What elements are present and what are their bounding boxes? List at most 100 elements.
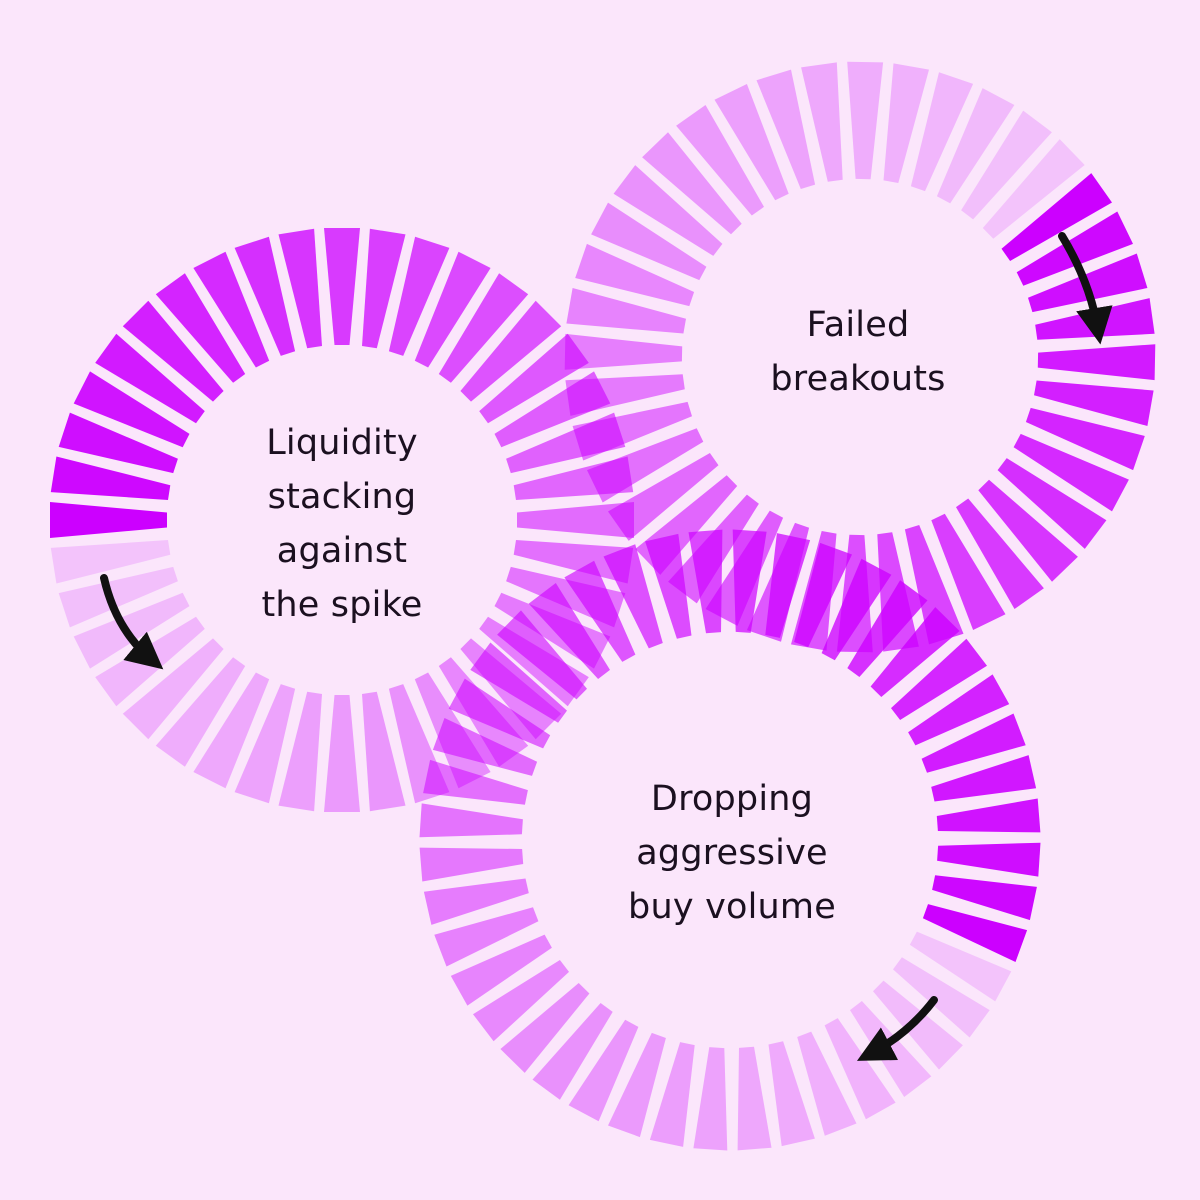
label-dropping-buy-volume: Dropping aggressive buy volume	[582, 772, 882, 934]
ring-dash	[564, 560, 636, 662]
ring-dash	[565, 374, 685, 416]
ring-dropping	[419, 529, 1041, 1151]
ring-dash	[419, 803, 523, 838]
ring-dash	[873, 980, 963, 1070]
ring-dash	[931, 513, 1006, 630]
ring-dash	[388, 236, 450, 356]
ring-dash	[801, 62, 843, 182]
ring-dash	[448, 678, 551, 749]
ring-dash	[961, 110, 1052, 220]
ring-dash	[460, 300, 562, 402]
ring-dash	[58, 412, 178, 474]
ring-dash	[765, 533, 811, 638]
ring-dash	[908, 674, 1010, 746]
ring-dash	[732, 529, 767, 633]
ring-dash	[450, 934, 552, 1006]
ring-dash	[155, 273, 246, 383]
ring-dash	[613, 165, 723, 256]
curved-arrow-icon	[1058, 232, 1113, 345]
ring-dash	[587, 428, 704, 503]
ring-dash	[824, 1018, 896, 1120]
ring-dash	[608, 453, 719, 541]
ring-dash	[278, 691, 322, 812]
ring-dash	[904, 525, 964, 645]
ring-dash	[362, 228, 406, 349]
ring-dash	[566, 288, 686, 334]
ring-dash	[122, 638, 224, 740]
ring-dash	[1034, 380, 1154, 426]
ring-dash	[591, 202, 707, 281]
ring-dash	[821, 558, 892, 661]
label-liquidity-stacking: Liquidity stacking against the spike	[192, 416, 492, 632]
ring-dash	[572, 401, 692, 461]
ring-dash	[1037, 344, 1156, 381]
label-line: against	[276, 531, 408, 571]
ring-dash	[50, 502, 167, 538]
ring-dash	[997, 458, 1107, 549]
ring-dash	[517, 502, 634, 538]
ring-dash	[608, 1032, 666, 1138]
label-line: the spike	[261, 585, 423, 625]
label-line: Dropping	[650, 779, 814, 819]
ring-dash	[423, 878, 529, 925]
ring-dash	[642, 132, 742, 235]
ring-dash	[423, 759, 528, 805]
ring-dash	[932, 875, 1037, 921]
ring-dash	[847, 61, 884, 180]
ring-dash	[893, 957, 990, 1038]
label-line: stacking	[267, 477, 417, 517]
ring-dash	[528, 583, 610, 679]
ring-dash	[234, 236, 296, 356]
ring-dash	[473, 960, 569, 1042]
ring-dash	[982, 139, 1085, 239]
curved-arrow-icon	[100, 574, 164, 670]
ring-dash	[922, 904, 1028, 962]
ring-dash	[936, 798, 1041, 833]
ring-dash	[193, 251, 270, 368]
ring-dash	[676, 105, 764, 216]
ring-dash	[278, 228, 322, 349]
ring-dash	[937, 842, 1041, 877]
ring-dash	[73, 371, 190, 448]
ring-dash	[737, 1046, 772, 1151]
ring-dash	[58, 566, 178, 628]
label-line: aggressive	[636, 833, 828, 873]
ring-dash	[438, 273, 529, 383]
label-failed-breakouts: Failed breakouts	[708, 298, 1008, 406]
ring-dash	[870, 607, 960, 697]
ring-dash	[434, 907, 539, 967]
ring-dash	[419, 847, 524, 882]
ring-dash	[73, 592, 190, 669]
ring-dash	[649, 1042, 695, 1147]
curved-arrow-icon	[856, 996, 938, 1061]
ring-dash	[95, 333, 205, 424]
ring-dash	[1025, 407, 1145, 471]
label-line: buy volume	[628, 887, 836, 927]
ring-dash	[362, 691, 406, 812]
ring-dash	[1013, 433, 1129, 512]
ring-dash	[909, 931, 1012, 1002]
ring-dash	[500, 983, 590, 1073]
ring-dash	[910, 72, 974, 192]
label-line: Liquidity	[266, 423, 418, 463]
ring-dash	[564, 333, 683, 370]
ring-dash	[50, 540, 171, 584]
ring-dash	[936, 88, 1015, 204]
ring-dash	[891, 638, 987, 720]
ring-dash	[978, 479, 1078, 582]
ring-dash	[324, 228, 360, 345]
ring-dash	[688, 529, 723, 634]
ring-dash	[956, 498, 1044, 609]
ring-dash	[575, 243, 695, 307]
ring-dash	[931, 755, 1037, 802]
ring-dash	[794, 542, 852, 648]
ring-dash	[645, 533, 692, 639]
ring-dash	[532, 1003, 613, 1100]
ring-dash	[797, 1031, 857, 1136]
ring-dash	[768, 1041, 815, 1147]
ring-dash	[122, 300, 224, 402]
ring-dash	[155, 657, 246, 767]
ring-dash	[693, 1047, 728, 1151]
